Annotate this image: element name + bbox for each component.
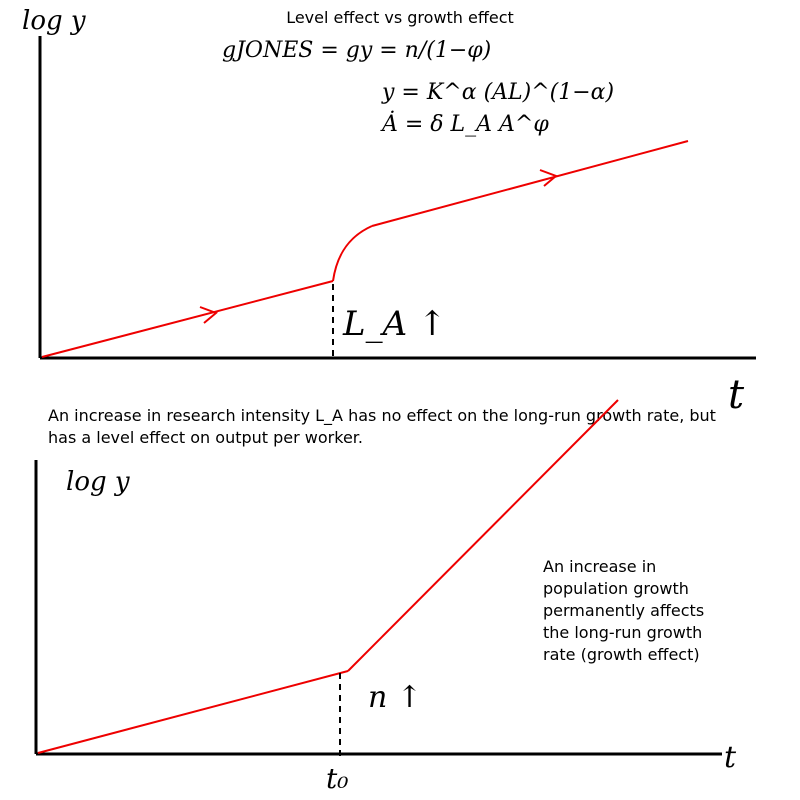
bottom-path-after-shock [347, 399, 619, 672]
top-direction-arrow-2 [539, 169, 558, 187]
bottom-x-axis-label: t [724, 740, 737, 775]
production-function-equation: y = K^α (AL)^(1−α) [382, 80, 615, 105]
top-path-level-jump [332, 225, 373, 282]
diagram-title: Level effect vs growth effect [286, 8, 514, 27]
top-direction-arrow-1 [199, 306, 218, 324]
bottom-y-axis-label: log y [66, 467, 130, 497]
shock-time-label: t₀ [326, 762, 349, 795]
growth-effect-note: An increase in population growth permane… [543, 557, 705, 664]
population-shock-label: n ↑ [368, 680, 422, 715]
research-shock-label: L_A ↑ [343, 304, 447, 344]
top-path-before-shock [41, 280, 334, 358]
top-x-axis-label: t [728, 372, 745, 418]
level-effect-caption: An increase in research intensity L_A ha… [48, 406, 716, 447]
top-path-after-shock [371, 140, 689, 227]
bottom-path-before-shock [37, 670, 349, 754]
jones-growth-equation: gJONES = gy = n/(1−φ) [222, 38, 492, 63]
top-y-axis-label: log y [22, 6, 86, 36]
ideas-production-equation: Ȧ = δ L_A A^φ [382, 112, 549, 137]
